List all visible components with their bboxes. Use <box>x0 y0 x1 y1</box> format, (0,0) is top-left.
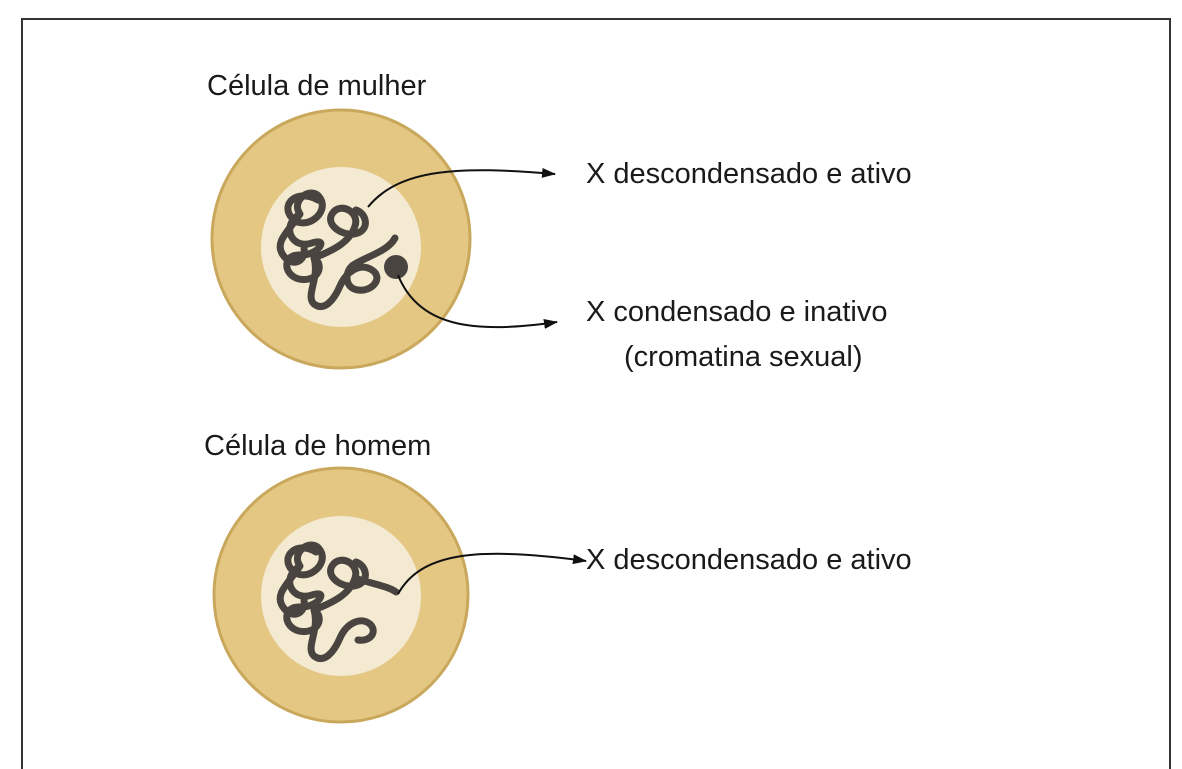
female-inactive-x-label: X condensado e inativo <box>586 296 888 328</box>
arrow-to-active-x-female <box>367 167 556 208</box>
sex-chromatin-barr-body <box>384 255 408 279</box>
female-active-x-label: X descondensado e ativo <box>586 158 912 190</box>
male-active-x-label: X descondensado e ativo <box>586 544 912 576</box>
male-cell <box>212 466 470 724</box>
female-chromatin-tangle <box>276 189 399 311</box>
male-cell-title: Célula de homem <box>204 430 432 462</box>
female-cell <box>210 108 472 370</box>
figure-frame <box>21 18 1171 769</box>
arrow-to-active-x-male <box>397 552 587 595</box>
male-chromatin-tangle <box>276 541 400 663</box>
arrow-to-inactive-x <box>397 274 558 329</box>
sex-chromatin-label: (cromatina sexual) <box>624 341 863 373</box>
female-cell-title: Célula de mulher <box>207 70 427 102</box>
